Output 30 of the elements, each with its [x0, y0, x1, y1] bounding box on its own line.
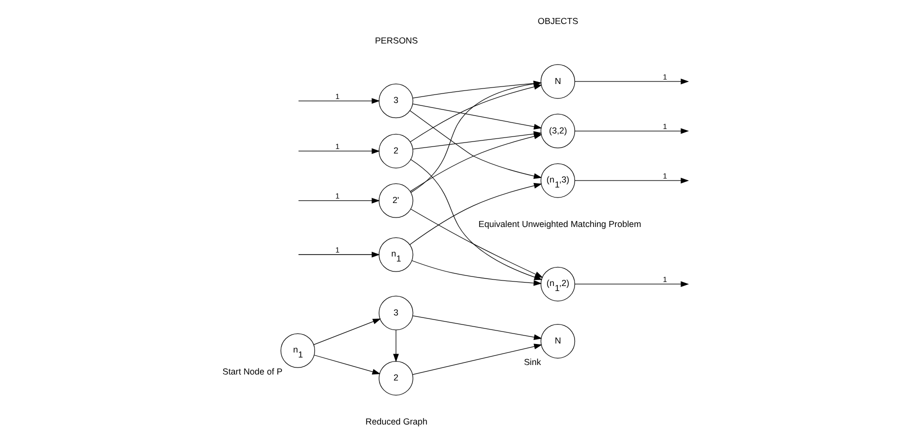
node-circle: N [540, 64, 575, 99]
node-circle: 3 [378, 84, 413, 118]
node-label: Sink [523, 357, 541, 368]
arrow [298, 148, 380, 154]
arrow [574, 78, 688, 84]
arrow [313, 354, 380, 374]
node-circle: 2' [378, 183, 413, 218]
arrow [574, 281, 688, 287]
arrow [298, 198, 380, 204]
node-circle: 2 [378, 134, 413, 168]
label: Reduced Graph [365, 416, 427, 426]
node-circle: (3,2) [540, 114, 575, 148]
arrow [298, 98, 380, 104]
node-circle: 2 [378, 360, 413, 396]
arrow [312, 318, 380, 345]
arrow [412, 344, 542, 375]
arrow [392, 330, 398, 362]
label: Equivalent Unweighted Matching Problem [478, 218, 641, 229]
label: OBJECTS [537, 16, 578, 26]
label: PERSONS [374, 36, 418, 46]
node-label: Start Node of P [222, 366, 282, 377]
arrow [409, 182, 542, 245]
arrow [298, 252, 380, 258]
node-circle: 3 [378, 296, 413, 330]
arrow [412, 316, 542, 340]
arrow [411, 260, 542, 286]
arrow [574, 178, 688, 184]
arrow [574, 128, 688, 134]
node-circle: N [540, 324, 575, 358]
arrow [412, 104, 542, 130]
